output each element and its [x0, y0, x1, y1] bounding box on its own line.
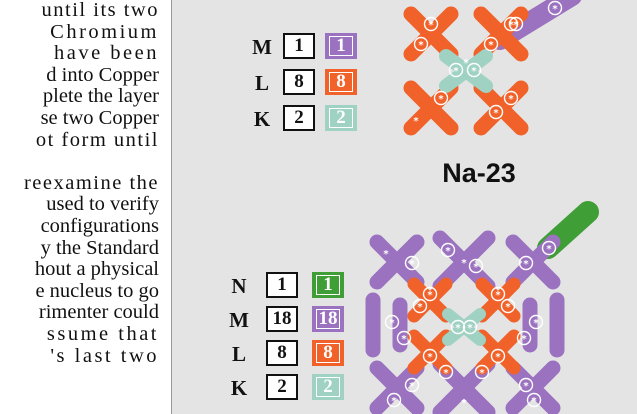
second-nucleus: [373, 212, 588, 412]
na23-nucleus: [411, 0, 572, 128]
